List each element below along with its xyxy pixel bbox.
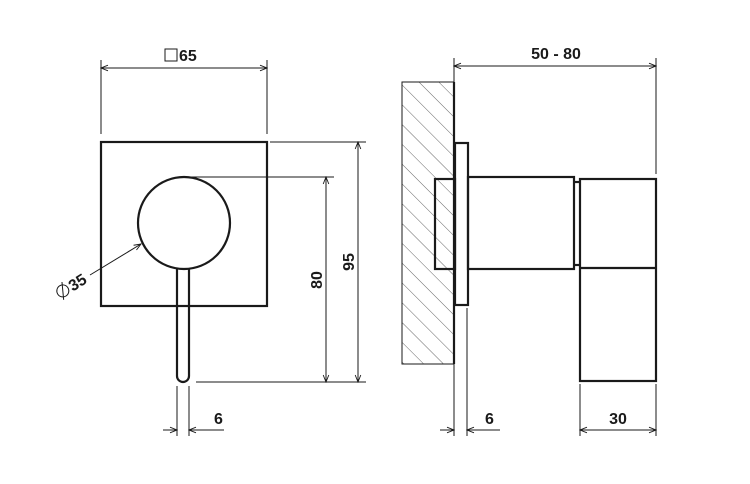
handle-depth-label: 30 xyxy=(609,411,627,428)
dimension-plate-thickness: 6 xyxy=(440,308,500,436)
diameter-symbol xyxy=(56,284,70,298)
flange-plate xyxy=(453,141,470,307)
plate-thickness-label: 6 xyxy=(485,411,494,428)
side-view xyxy=(401,81,658,383)
square-symbol xyxy=(164,48,178,62)
dimension-diameter: 35 xyxy=(56,244,141,300)
side-handle xyxy=(578,177,658,383)
stem-body xyxy=(466,175,576,271)
height-outer-label: 95 xyxy=(341,253,358,271)
dimension-depth: 50 - 80 xyxy=(454,46,656,174)
handle-knob xyxy=(136,175,232,271)
dimension-handle-depth: 30 xyxy=(580,384,656,436)
front-view xyxy=(99,140,269,384)
square-size-label: 65 xyxy=(179,48,197,65)
diameter-label: 35 xyxy=(66,271,90,295)
lever-width-label: 6 xyxy=(214,411,223,428)
cover-plate xyxy=(99,140,269,308)
lever xyxy=(175,268,191,384)
dimension-square: 65 xyxy=(101,48,267,134)
valve-body xyxy=(433,177,457,271)
height-inner-label: 80 xyxy=(309,271,326,289)
depth-range-label: 50 - 80 xyxy=(531,46,581,63)
dimension-height-outer: 95 xyxy=(196,142,366,382)
wall-hatching xyxy=(401,81,455,365)
dimension-height-inner: 80 xyxy=(188,177,334,382)
dimension-lever-width: 6 xyxy=(163,386,224,436)
